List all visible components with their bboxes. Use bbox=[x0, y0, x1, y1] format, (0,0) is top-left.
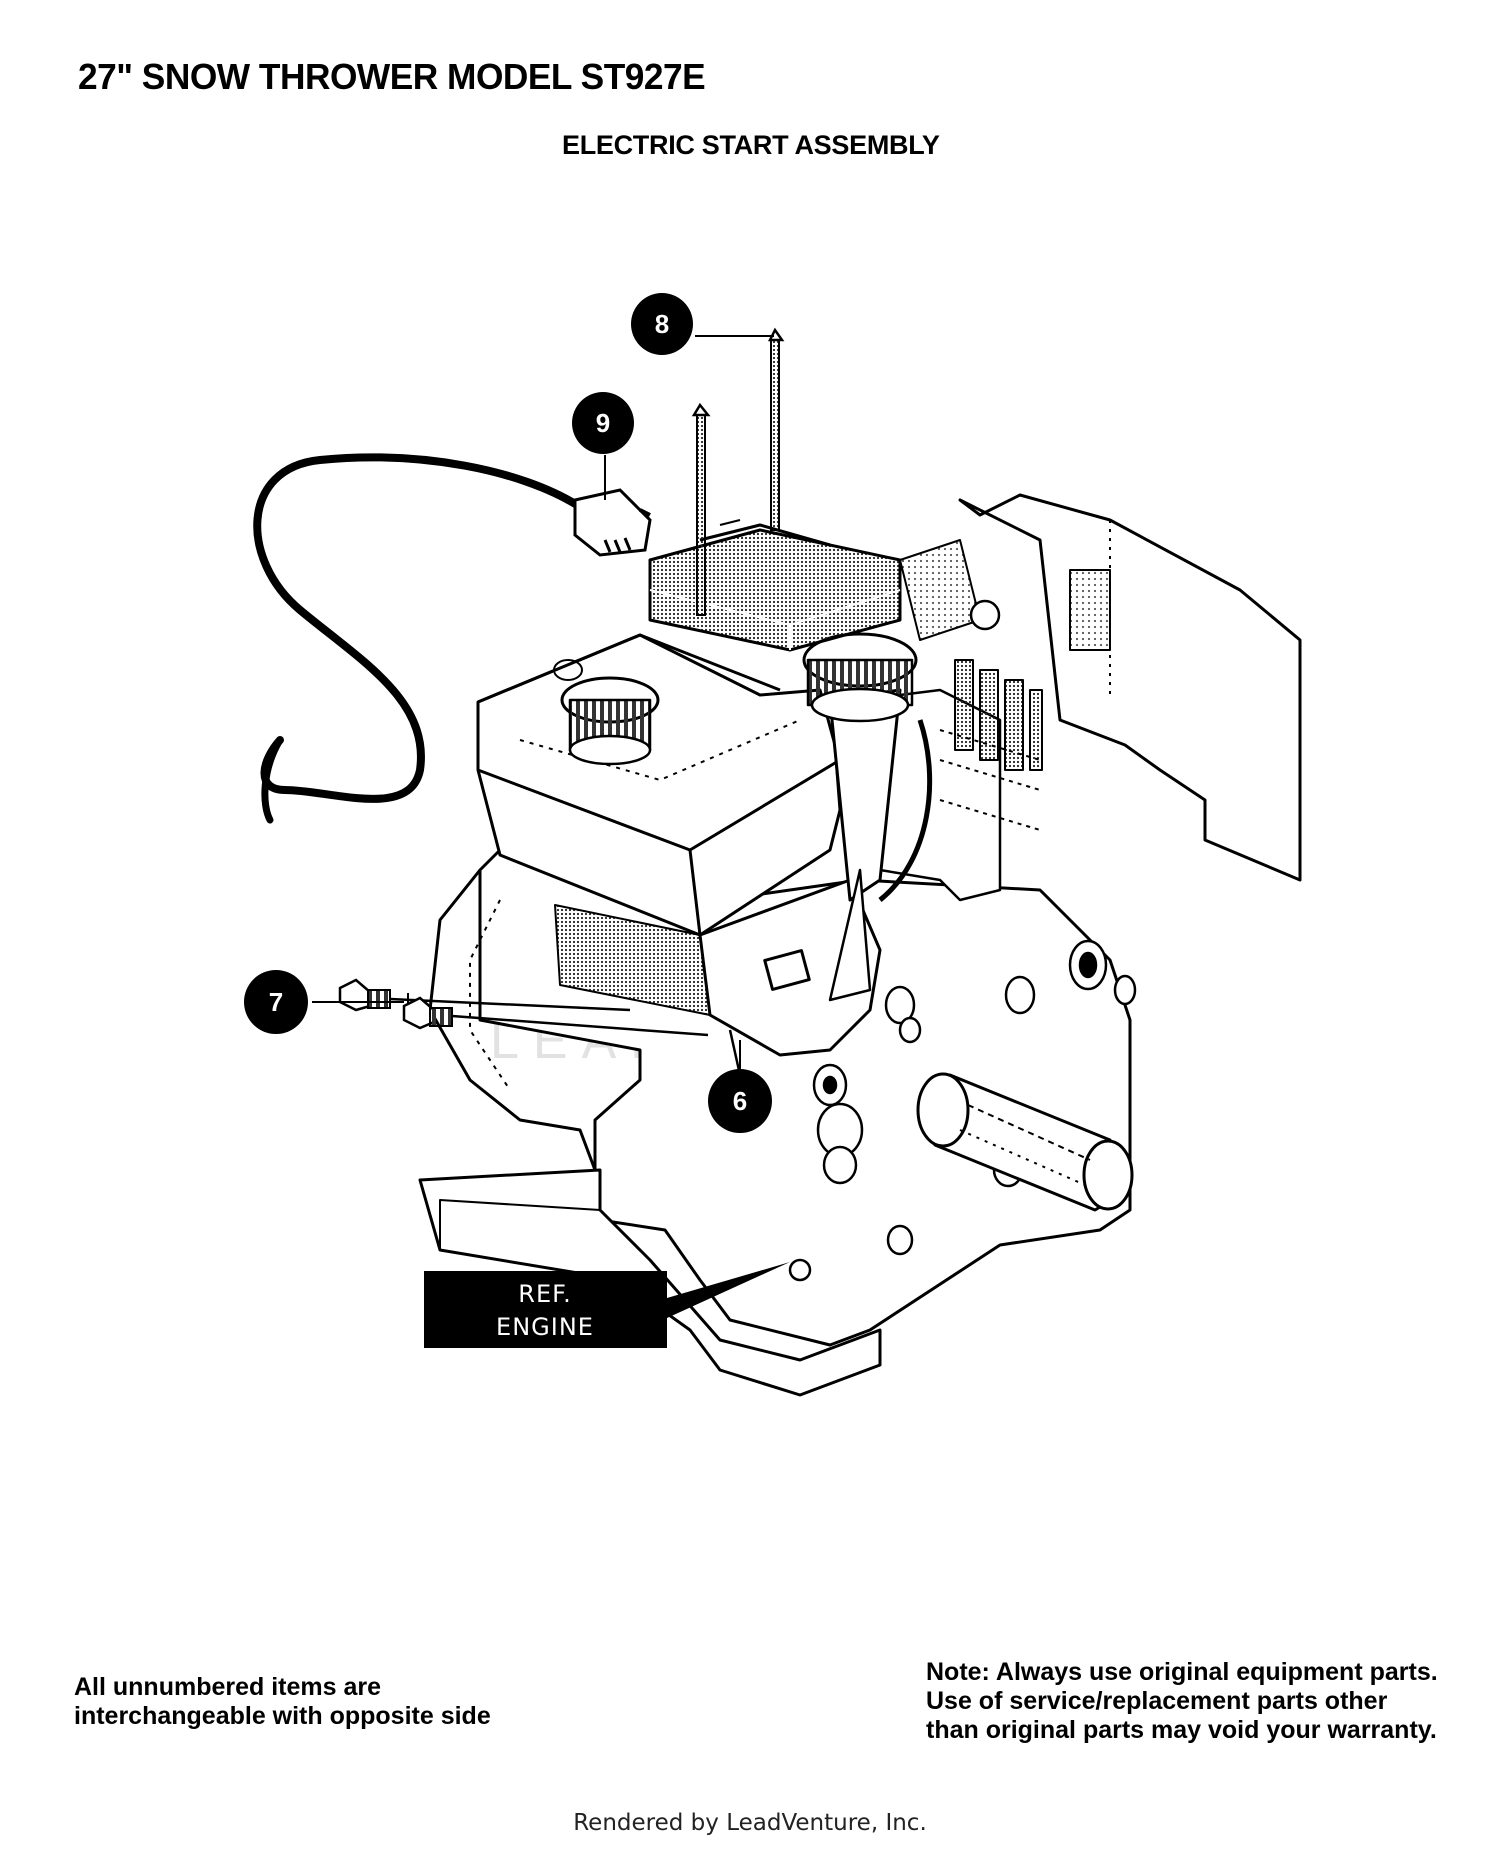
page-subtitle: ELECTRIC START ASSEMBLY bbox=[562, 130, 940, 160]
callout-7-label: 7 bbox=[269, 987, 283, 1017]
callout-9: 9 bbox=[572, 392, 634, 454]
power-cord bbox=[253, 453, 652, 824]
page-title: 27" SNOW THROWER MODEL ST927E bbox=[78, 56, 706, 97]
render-credit: Rendered by LeadVenture, Inc. bbox=[573, 1810, 927, 1836]
callout-7: 7 bbox=[244, 970, 308, 1034]
ref-engine-label: REF. ENGINE bbox=[424, 1262, 790, 1348]
switch-mounting-screws bbox=[691, 327, 785, 616]
original-parts-note: Note: Always use original equipment part… bbox=[926, 1658, 1438, 1744]
ref-label-line2: ENGINE bbox=[496, 1313, 594, 1341]
callout-9-label: 9 bbox=[596, 408, 610, 438]
callout-6-label: 6 bbox=[733, 1086, 747, 1116]
ref-label-line1: REF. bbox=[518, 1280, 571, 1308]
callout-8-label: 8 bbox=[655, 309, 669, 339]
engine-illustration bbox=[418, 493, 1302, 1397]
callout-8: 8 bbox=[631, 293, 693, 355]
interchangeable-note: All unnumbered items are interchangeable… bbox=[74, 1673, 491, 1730]
callout-6: 6 bbox=[708, 1069, 772, 1133]
